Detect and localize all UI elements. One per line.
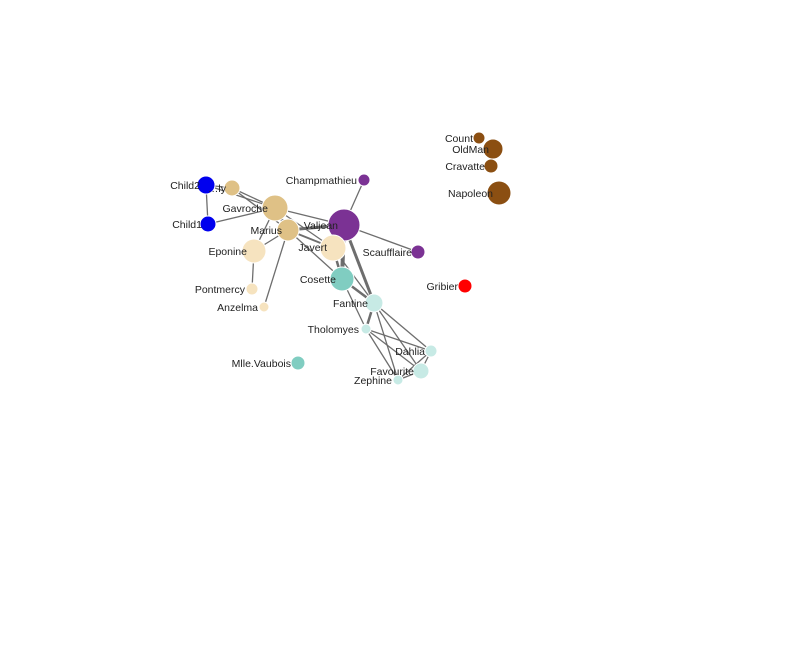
link-marius-anzelma — [263, 229, 289, 308]
node-fantine[interactable] — [364, 293, 384, 313]
node-scaufflaire[interactable] — [410, 244, 426, 260]
node-label-javert: Javert — [298, 242, 327, 254]
node-mlle-vaubois[interactable] — [290, 355, 306, 371]
node-marius[interactable] — [276, 218, 300, 242]
link-brujon-marius — [231, 187, 289, 231]
node-favourite[interactable] — [412, 362, 430, 380]
node-label-cravatte: Cravatte — [445, 161, 485, 173]
node-label-marius: Marius — [250, 225, 282, 237]
node-cosette[interactable] — [329, 266, 355, 292]
node-eponine[interactable] — [241, 238, 267, 264]
node-label-favourite: Favourite — [370, 366, 414, 378]
node-child2[interactable] — [196, 175, 216, 195]
link-fantine-dahlia — [373, 302, 432, 352]
link-tholomyes-dahlia — [365, 328, 432, 352]
node-count[interactable] — [472, 131, 486, 145]
node-anzelma[interactable] — [258, 301, 270, 313]
node-label-mlle-vaubois: Mlle.Vaubois — [232, 358, 291, 370]
node-label-scaufflaire: Scaufflaire — [363, 247, 413, 259]
node-napoleon[interactable] — [486, 180, 512, 206]
node-label-gribier: Gribier — [426, 281, 458, 293]
node-label-napoleon: Napoleon — [448, 188, 493, 200]
node-gavroche[interactable] — [261, 194, 289, 222]
node-javert[interactable] — [319, 234, 347, 262]
node-label-fantine: Fantine — [333, 298, 368, 310]
node-label-eponine: Eponine — [208, 246, 247, 258]
node-label-tholomyes: Tholomyes — [308, 324, 359, 336]
link-tholomyes-zephine — [365, 328, 399, 381]
node-label-count: Count — [445, 133, 473, 145]
node-label-gavroche: Gavroche — [222, 203, 268, 215]
node-dahlia[interactable] — [424, 344, 438, 358]
node-zephine[interactable] — [392, 374, 404, 386]
link-tholomyes-favourite — [365, 328, 422, 372]
node-label-zephine: Zephine — [354, 375, 392, 387]
node-label-child1: Child1 — [172, 219, 202, 231]
link-fantine-zephine — [373, 302, 399, 381]
link-fantine-favourite — [373, 302, 422, 372]
node-label-brujon: …ly — [208, 183, 227, 195]
node-label-dahlia: Dahlia — [395, 346, 425, 358]
node-champmathieu[interactable] — [357, 173, 371, 187]
node-label-oldman: OldMan — [452, 144, 489, 156]
node-tholomyes[interactable] — [360, 323, 372, 335]
link-dahlia-zephine — [397, 350, 432, 381]
node-label-child2: Child2 — [170, 180, 200, 192]
node-gribier[interactable] — [457, 278, 473, 294]
nodes-layer — [196, 131, 512, 386]
node-label-cosette: Cosette — [300, 274, 336, 286]
node-cravatte[interactable] — [483, 158, 499, 174]
node-pontmercy[interactable] — [245, 282, 259, 296]
node-label-anzelma: Anzelma — [217, 302, 258, 314]
node-brujon[interactable] — [223, 179, 241, 197]
node-label-pontmercy: Pontmercy — [195, 284, 246, 296]
node-label-champmathieu: Champmathieu — [286, 175, 357, 187]
node-label-valjean: Valjean — [304, 220, 338, 232]
node-child1[interactable] — [199, 215, 217, 233]
